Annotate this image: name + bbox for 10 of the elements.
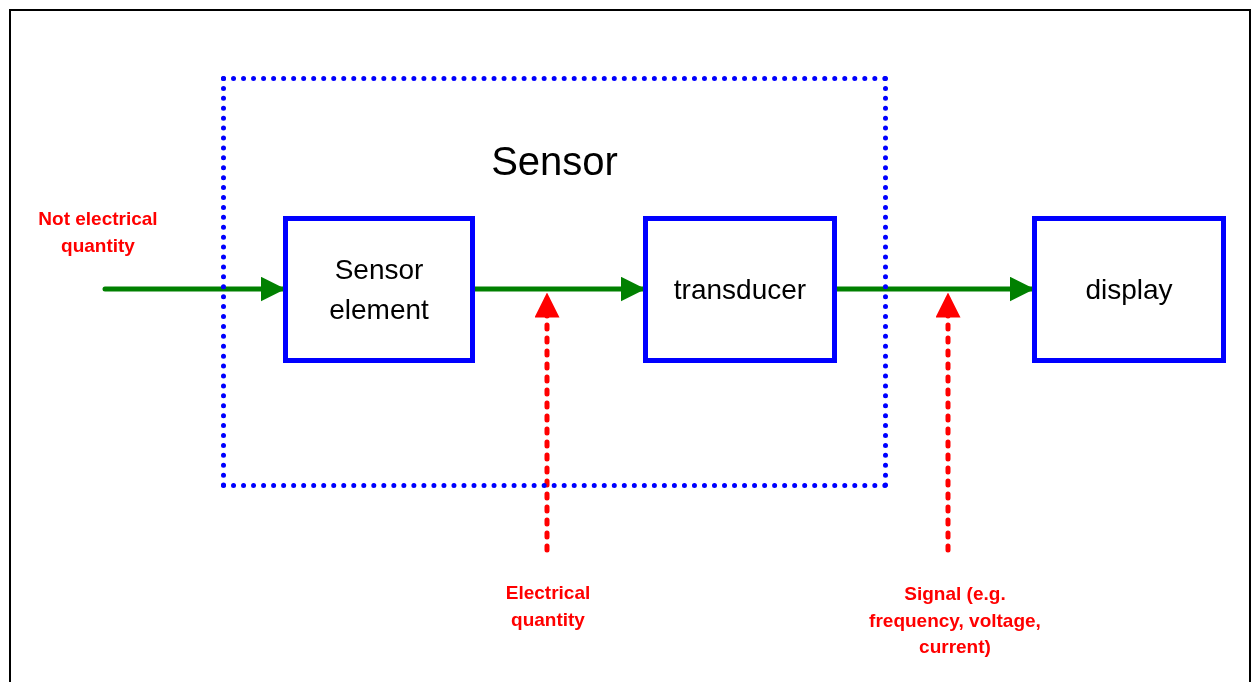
- quantity-text: Not electrical quantity: [37, 207, 159, 258]
- process-box: Sensor element: [283, 216, 475, 363]
- process-box: display: [1032, 216, 1226, 363]
- group-title: Sensor: [490, 139, 619, 184]
- arrow: [935, 292, 961, 553]
- quantity-text: Electrical quantity: [478, 578, 618, 636]
- process-box: transducer: [643, 216, 837, 363]
- quantity-text: Signal (e.g. frequency, voltage, current): [855, 578, 1055, 664]
- sensor-group-box: [221, 76, 888, 488]
- arrow: [534, 292, 560, 553]
